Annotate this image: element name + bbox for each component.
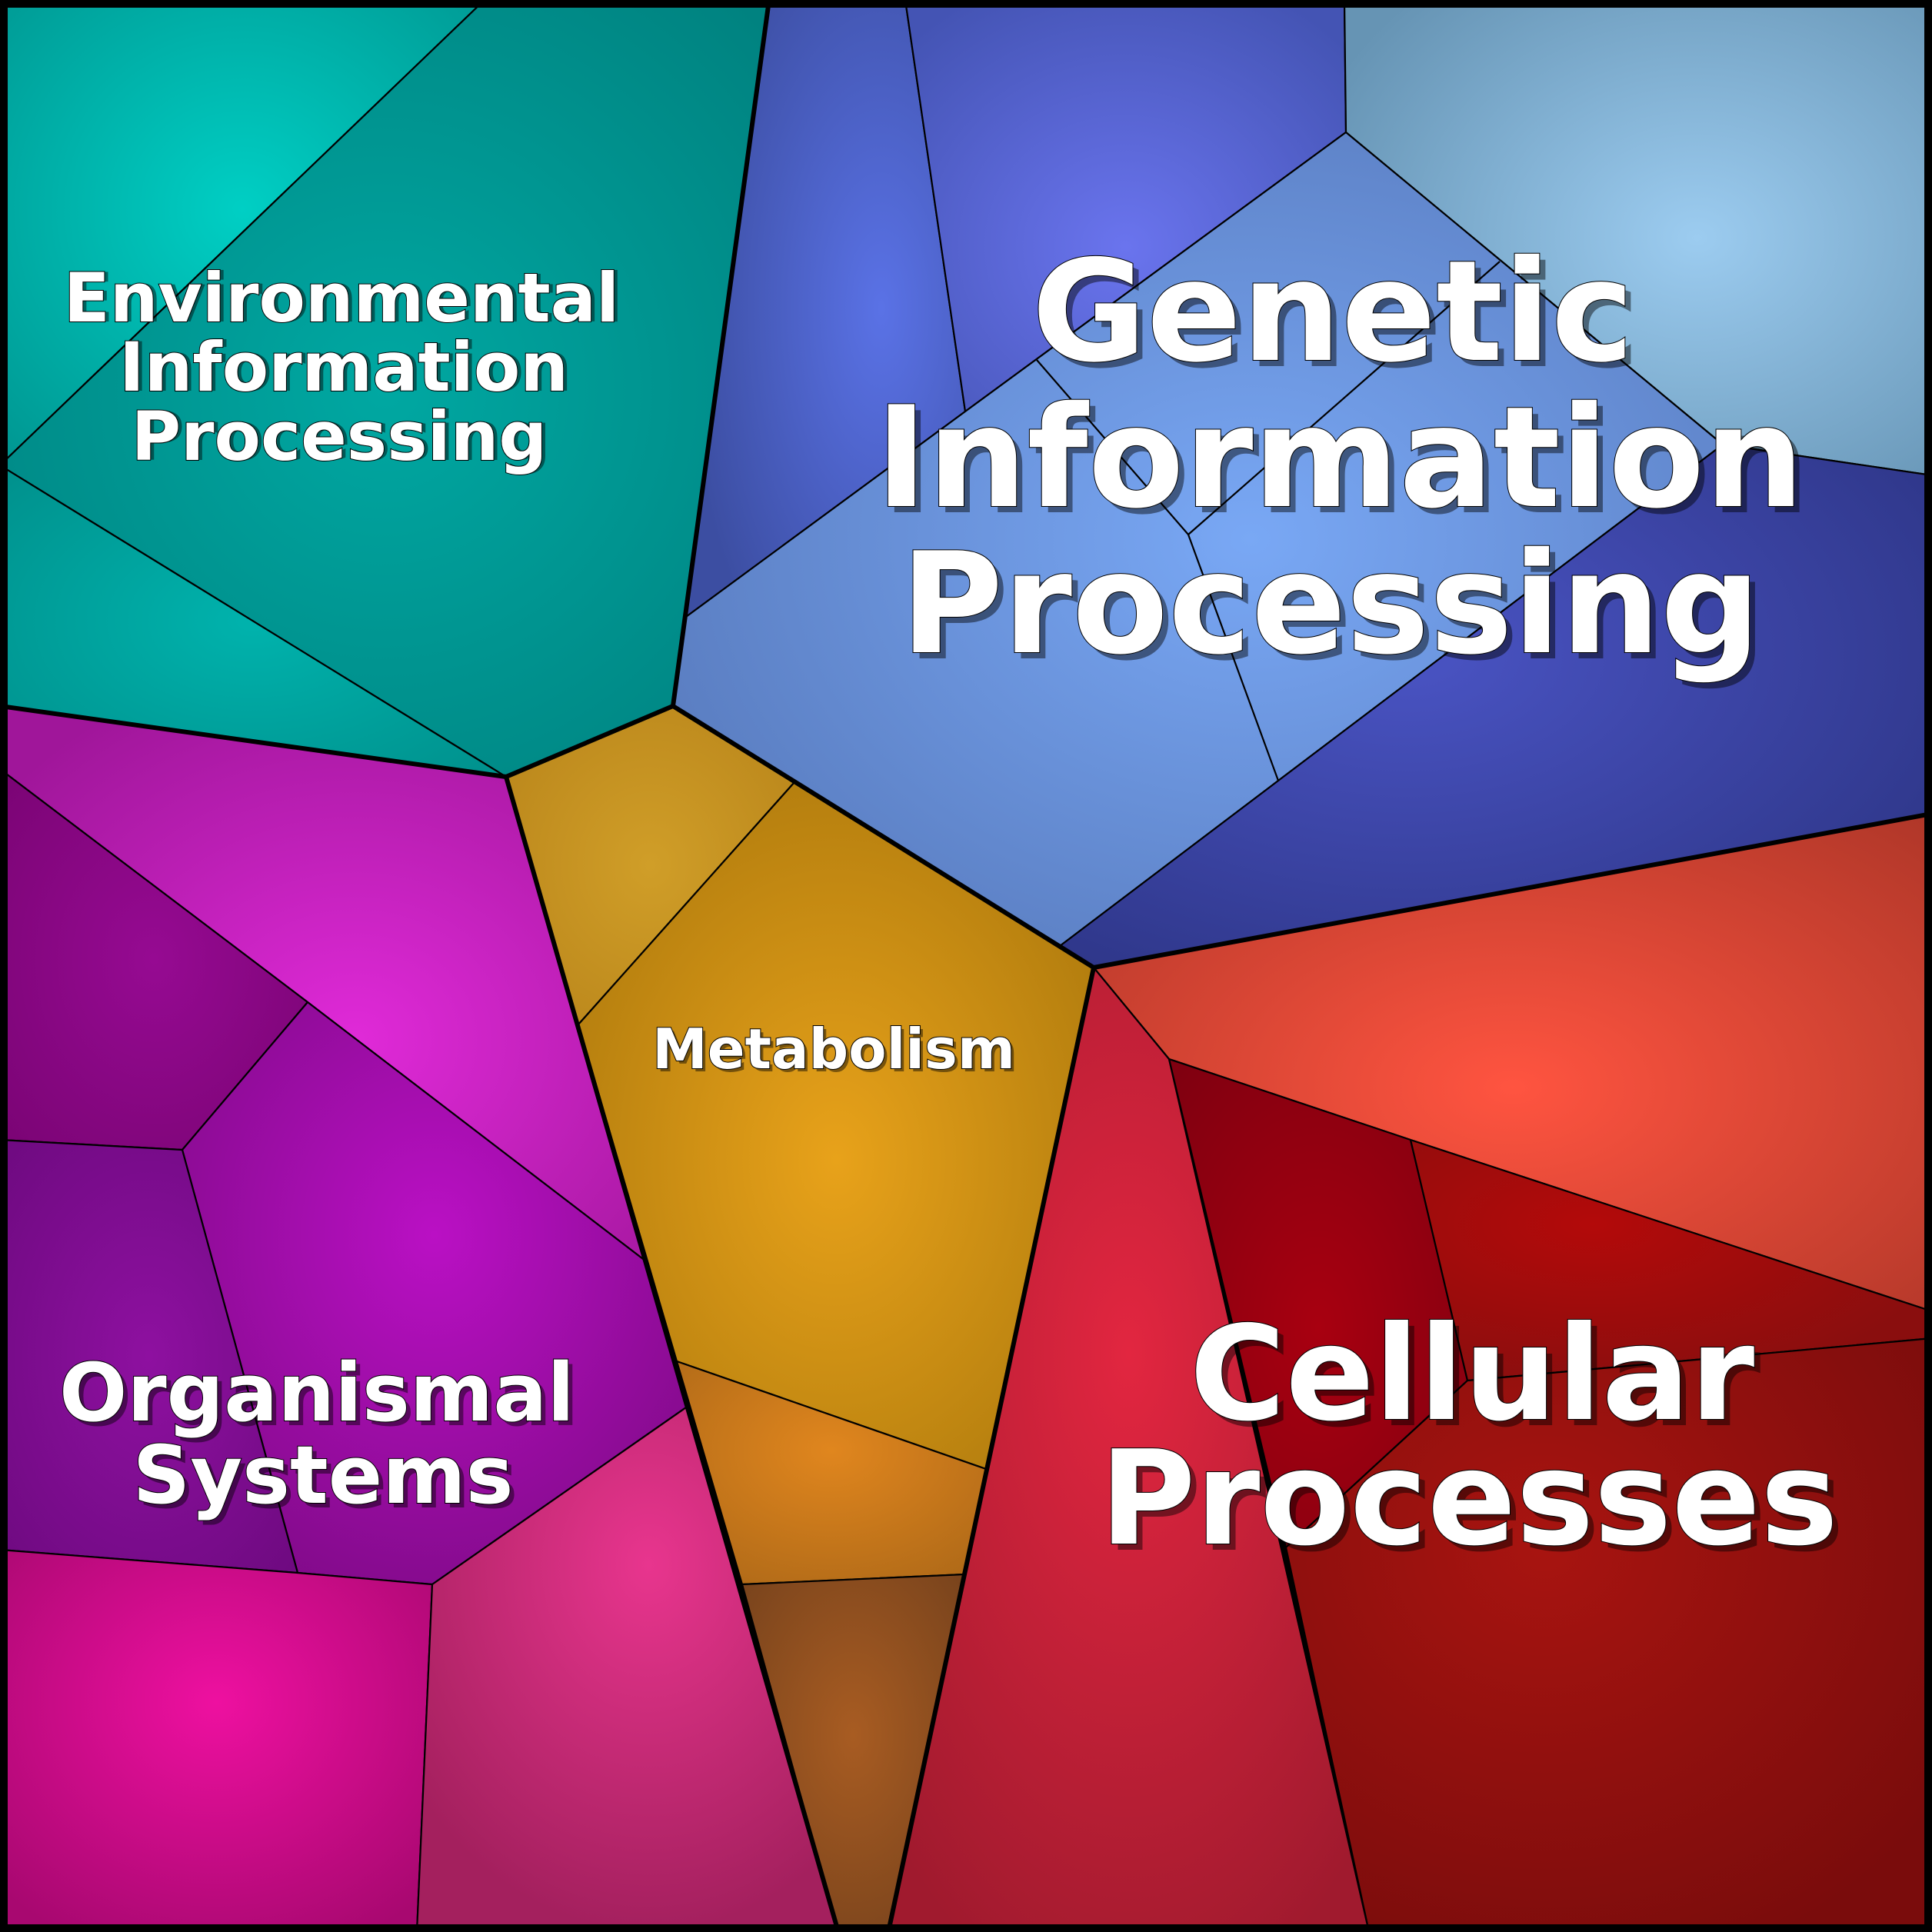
- label-environmental-line-3: Processing: [132, 397, 548, 476]
- cell-organismal-6: [415, 1406, 840, 1932]
- svg-text:Information: Information: [881, 382, 1810, 545]
- cell-genetic-divider-2: [1188, 261, 1501, 535]
- svg-text:Environmental: Environmental: [68, 258, 623, 338]
- label-cellular-line-1: Cellular: [1190, 1298, 1755, 1451]
- label-genetic-line-1: Genetic: [1031, 230, 1634, 393]
- svg-text:Processing: Processing: [135, 397, 551, 476]
- svg-text:Genetic: Genetic: [1038, 236, 1640, 399]
- label-cellular-line-2: Processes: [1100, 1423, 1838, 1575]
- cell-organismal-5: [0, 1548, 434, 1932]
- svg-text:Cellular: Cellular: [1196, 1304, 1761, 1457]
- svg-text:Metabolism: Metabolism: [655, 1020, 1018, 1084]
- label-environmental: Environmental Environmental Information …: [63, 258, 623, 477]
- label-genetic-line-2: Information: [875, 376, 1804, 539]
- label-environmental-line-1: Environmental: [68, 258, 623, 338]
- label-organismal-line-2: Systems: [132, 1428, 513, 1522]
- label-organismal-line-1: Organismal: [59, 1346, 575, 1440]
- cell-cellular-5: [1284, 1337, 1932, 1932]
- region-genetic: [671, 0, 1932, 969]
- label-environmental-line-2: Information: [119, 328, 568, 407]
- region-cellular: [887, 812, 1932, 1932]
- label-genetic-line-3: Processing: [901, 522, 1760, 685]
- svg-text:Processing: Processing: [907, 528, 1767, 691]
- svg-text:Systems: Systems: [137, 1433, 518, 1527]
- svg-text:Environmental: Environmental: [64, 258, 619, 338]
- cell-cellular-4: [1409, 1138, 1932, 1382]
- label-cellular: Cellular Cellular Processes Processes: [1099, 1297, 1844, 1581]
- svg-text:Information: Information: [123, 328, 572, 407]
- region-metabolism: [505, 705, 1095, 1932]
- region-organismal: [0, 705, 840, 1932]
- svg-text:Processes: Processes: [1106, 1429, 1844, 1581]
- label-organismal: Organismal Organismal Systems Systems: [58, 1345, 579, 1527]
- svg-text:Organismal: Organismal: [64, 1351, 579, 1444]
- label-metabolism-line-1: Metabolism: [652, 1017, 1015, 1081]
- label-genetic: Genetic Genetic Information Information …: [874, 229, 1810, 691]
- label-metabolism: Metabolism Metabolism: [651, 1016, 1018, 1084]
- region-environmental: [0, 0, 771, 778]
